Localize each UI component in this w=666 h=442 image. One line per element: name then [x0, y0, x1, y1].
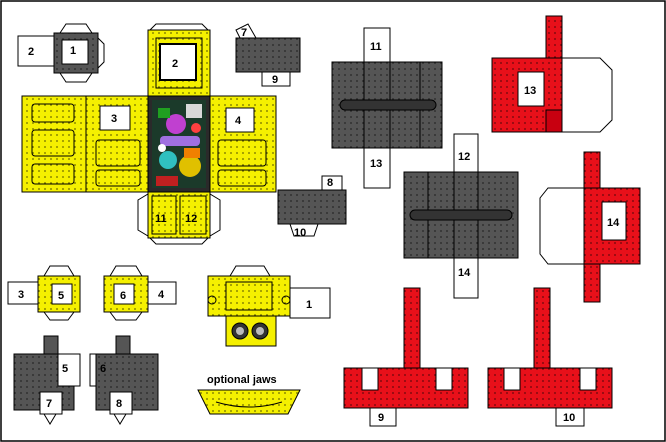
label-9-red: 9: [378, 412, 384, 424]
label-4-body: 4: [235, 115, 242, 127]
piece-14-red: [539, 151, 641, 303]
piece-6-4: [103, 265, 177, 321]
label-13-red: 13: [524, 85, 536, 97]
piece-5-7: [13, 335, 81, 425]
label-1-head: 1: [306, 299, 312, 311]
label-1-top: 1: [70, 45, 76, 57]
label-7-top: 7: [241, 27, 247, 39]
label-14-red: 14: [607, 217, 620, 229]
head-piece: [207, 265, 331, 347]
piece-8-10: [277, 175, 347, 237]
label-8: 8: [327, 177, 333, 189]
label-3-body: 3: [111, 113, 117, 125]
label-10: 10: [294, 227, 306, 239]
label-9-top: 9: [272, 74, 278, 86]
label-2-body: 2: [172, 58, 178, 70]
label-5-small: 5: [58, 290, 64, 302]
optional-jaws-piece: [197, 389, 301, 415]
label-5-gray: 5: [62, 363, 68, 375]
piece-1-2-small: [17, 23, 105, 83]
piece-10-red: [487, 287, 613, 427]
piece-13-red: [491, 15, 613, 133]
label-6-small: 6: [120, 290, 126, 302]
label-8-gray: 8: [116, 398, 122, 410]
label-12-gray: 12: [458, 151, 470, 163]
optional-jaws-caption: optional jaws: [207, 374, 277, 386]
label-6-gray: 6: [100, 363, 106, 375]
label-11-gray: 11: [370, 41, 382, 53]
label-11-body: 11: [155, 213, 167, 225]
label-4-small: 4: [158, 289, 165, 301]
piece-11-13: [331, 27, 443, 189]
piece-6-8: [89, 335, 159, 425]
label-14-gray: 14: [458, 267, 471, 279]
main-body-piece: [21, 23, 277, 245]
label-12-body: 12: [185, 213, 197, 225]
piece-12-14: [403, 133, 519, 299]
label-10-red: 10: [563, 412, 575, 424]
number-labels: 1 2 2 3 4 7 9 11 12 8 10 11 13 12 14 13 …: [18, 27, 620, 424]
label-2-top: 2: [28, 46, 34, 58]
piece-9-red: [343, 287, 469, 427]
label-3-small: 3: [18, 289, 24, 301]
label-13-gray: 13: [370, 158, 382, 170]
piece-3-5: [7, 265, 81, 321]
piece-7-9: [235, 23, 301, 87]
label-7-gray: 7: [46, 398, 52, 410]
